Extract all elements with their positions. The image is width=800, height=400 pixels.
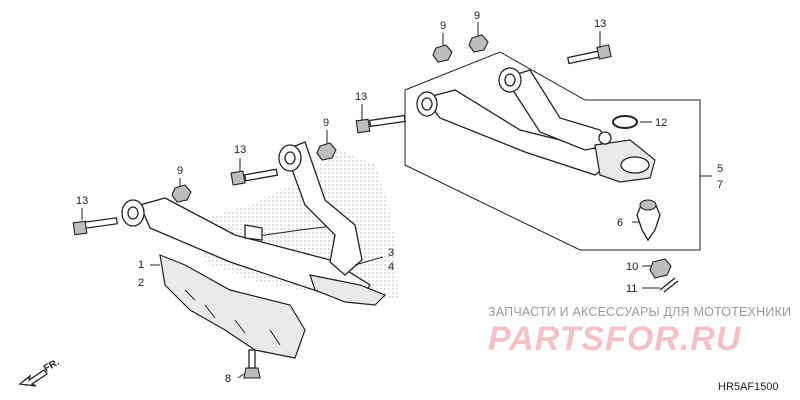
upper-arm (416, 67, 656, 183)
callout-9-lower-front: 9 (177, 165, 183, 177)
callout-10: 10 (626, 261, 638, 273)
callout-12: 12 (655, 117, 667, 129)
callout-3: 3 (388, 247, 394, 259)
flange-bolts (72, 44, 612, 236)
leader-lines (81, 22, 712, 379)
front-arrow-icon (18, 369, 48, 387)
callout-4: 4 (388, 261, 394, 273)
callout-labels: 13 9 9 13 13 9 13 9 13 1 2 3 4 5 7 12 6 … (76, 10, 723, 385)
front-label: FR. (42, 357, 62, 375)
callout-9-top-center: 9 (474, 10, 480, 22)
front-direction-indicator: FR. (18, 357, 62, 387)
callout-5: 5 (717, 163, 723, 175)
callout-7: 7 (717, 179, 723, 191)
callout-9-top-left: 9 (440, 20, 446, 32)
callout-1: 1 (138, 259, 144, 271)
small-hardware (243, 115, 679, 379)
callout-13-upper-inner: 13 (355, 91, 367, 103)
skid-plate (159, 254, 306, 359)
lower-arm (121, 141, 387, 306)
callout-8: 8 (225, 373, 231, 385)
callout-9-lower-rear: 9 (323, 117, 329, 129)
assembly-outline (404, 51, 701, 251)
callout-13-top-right: 13 (594, 18, 606, 30)
callout-11: 11 (626, 283, 637, 295)
callout-13-lower-rear: 13 (234, 144, 246, 156)
callout-2: 2 (138, 277, 144, 289)
watermark: ЗАПЧАСТИ И АКСЕССУАРЫ ДЛЯ МОТОТЕХНИКИ PA… (488, 305, 791, 358)
watermark-tagline: ЗАПЧАСТИ И АКСЕССУАРЫ ДЛЯ МОТОТЕХНИКИ (488, 305, 791, 319)
callout-13-lower-front: 13 (76, 195, 88, 207)
watermark-logo: PARTSFOR.RU (488, 320, 742, 358)
diagram-code: HR5AF1500 (718, 381, 779, 393)
flange-nuts (171, 34, 489, 203)
callout-6: 6 (617, 217, 623, 229)
